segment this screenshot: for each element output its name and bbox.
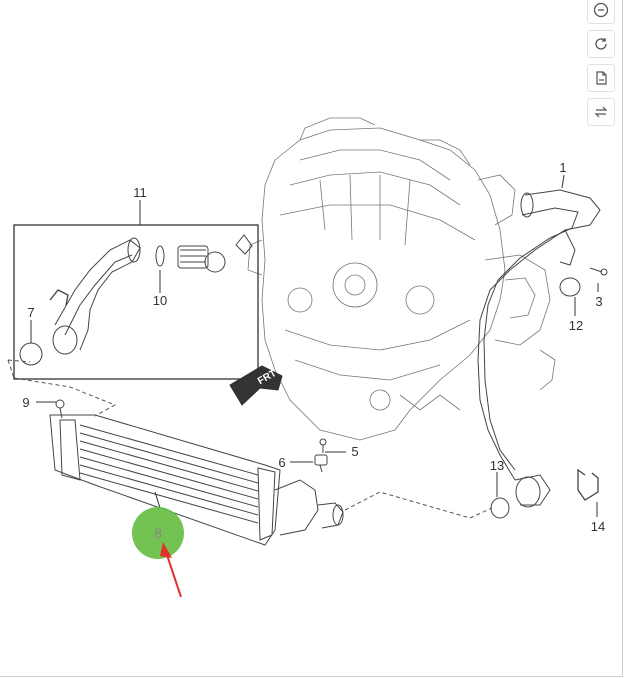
- hose-part-1: [477, 189, 601, 508]
- swap-button[interactable]: [587, 98, 615, 126]
- rotate-button[interactable]: [587, 30, 615, 58]
- clip-part-14: [577, 468, 599, 501]
- callout-1: 1: [559, 160, 566, 175]
- callout-3: 3: [595, 294, 602, 309]
- bolt-part-5: [319, 438, 327, 453]
- callout-14: 14: [591, 519, 605, 534]
- clip-part-7-detail: [49, 289, 69, 306]
- highlight-circle: [132, 507, 184, 559]
- callout-9: 9: [22, 395, 29, 410]
- rotate-icon: [595, 38, 607, 50]
- red-pointer-arrow: [160, 542, 182, 598]
- sensor-part-6: [314, 454, 328, 473]
- engine-block: [247, 117, 556, 441]
- clamp-part-13: [490, 497, 510, 519]
- swap-icon: [594, 106, 608, 118]
- callout-7: 7: [27, 305, 34, 320]
- zoom-out-button[interactable]: [587, 0, 615, 24]
- detail-inset-box: [13, 224, 259, 380]
- viewer-toolbar: [586, 0, 616, 126]
- hose-part-11: [52, 237, 141, 355]
- coupling-part-10: [155, 234, 253, 273]
- clamp-part-12: [559, 277, 581, 297]
- bolt-part-3: [589, 267, 608, 276]
- minus-circle-icon: [593, 2, 609, 18]
- forward-direction-arrow: [229, 365, 283, 406]
- callout-6: 6: [278, 455, 285, 470]
- callout-11: 11: [133, 185, 147, 200]
- document-icon: [596, 71, 607, 85]
- leader-lines: [30, 174, 599, 517]
- callout-12: 12: [569, 318, 583, 333]
- callout-8: 8: [154, 525, 162, 541]
- reference-lines: [7, 359, 493, 519]
- callout-5: 5: [351, 444, 358, 459]
- callout-13: 13: [490, 458, 504, 473]
- document-button[interactable]: [587, 64, 615, 92]
- intercooler-part-8: [49, 399, 344, 546]
- callout-10: 10: [153, 293, 167, 308]
